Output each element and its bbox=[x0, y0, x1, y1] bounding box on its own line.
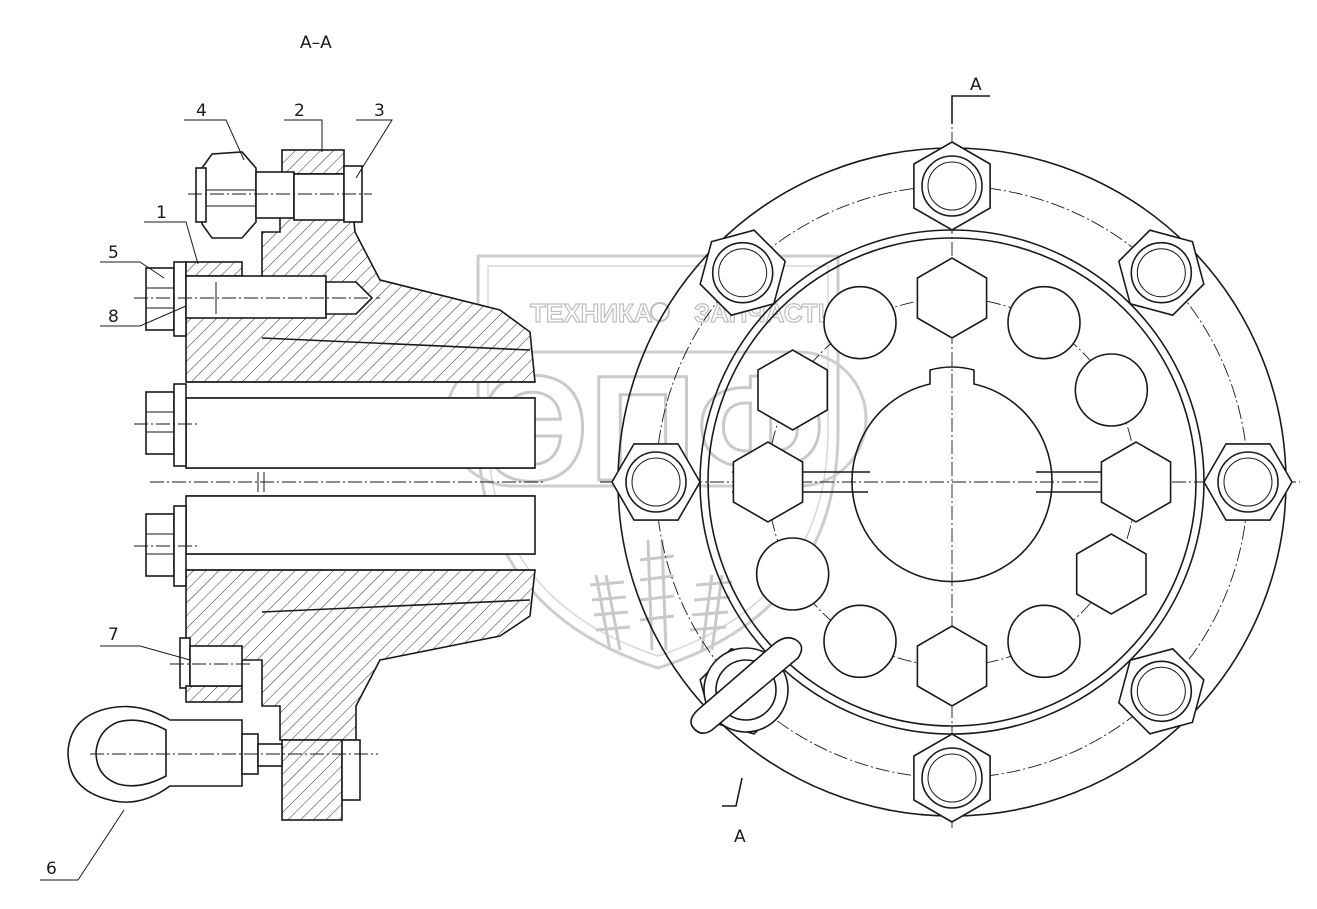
callout-8: 8 bbox=[108, 307, 119, 327]
watermark-brand-left: ТЕХНИКА bbox=[530, 298, 653, 328]
washer-1 bbox=[185, 261, 243, 277]
outer-bolt-head bbox=[718, 248, 768, 298]
outer-bolt bbox=[913, 733, 991, 823]
inner-hole bbox=[823, 604, 897, 679]
outer-bolt-washer bbox=[921, 155, 983, 217]
inner-hex-bolt bbox=[1100, 441, 1172, 523]
pin-7 bbox=[170, 637, 250, 703]
shaft-upper bbox=[185, 397, 536, 469]
inner-hole bbox=[1007, 285, 1081, 360]
inner-hole bbox=[1074, 353, 1149, 427]
callout-7: 7 bbox=[108, 625, 119, 645]
outer-bolt bbox=[1117, 229, 1205, 317]
outer-bolt-washer bbox=[1130, 660, 1193, 723]
callout-2: 2 bbox=[294, 101, 305, 121]
outer-bolt-hex bbox=[611, 443, 701, 521]
outer-bolt bbox=[611, 443, 701, 521]
bolt-lower-bore bbox=[134, 505, 200, 587]
inner-hole bbox=[755, 537, 830, 611]
inner-hex-bolt bbox=[757, 349, 829, 431]
inner-holes bbox=[732, 257, 1172, 707]
screw-5 bbox=[134, 261, 380, 337]
inner-hex-bolt bbox=[1075, 533, 1147, 615]
callout-4: 4 bbox=[196, 101, 207, 121]
flange-top bbox=[281, 149, 345, 175]
outer-bolt-head bbox=[1223, 457, 1273, 507]
outer-bolt-head bbox=[927, 161, 977, 211]
outer-bolt bbox=[1117, 647, 1205, 735]
outer-bolts bbox=[611, 141, 1293, 823]
inner-hole bbox=[823, 285, 897, 360]
lifting-eye bbox=[690, 636, 803, 734]
outer-bolt-head bbox=[1136, 666, 1186, 716]
inner-hex-bolt bbox=[732, 441, 804, 523]
inner-hole bbox=[1007, 604, 1081, 679]
outer-bolt-washer bbox=[1130, 241, 1193, 304]
shaft-lower bbox=[185, 495, 536, 555]
outer-bolt-head bbox=[1136, 248, 1186, 298]
section-marker-top: A bbox=[951, 75, 990, 124]
outer-bolt bbox=[699, 229, 787, 317]
callout-5: 5 bbox=[108, 243, 119, 263]
outer-bolt-washer bbox=[711, 241, 774, 304]
front-view bbox=[600, 110, 1300, 830]
outer-bolt-hex bbox=[913, 141, 991, 231]
watermark-wheat-icon bbox=[589, 539, 733, 651]
outer-bolt bbox=[913, 141, 991, 231]
bolt-upper-bore bbox=[134, 383, 200, 467]
central-bore bbox=[851, 366, 1053, 583]
eye-bolt-6 bbox=[67, 705, 378, 803]
outer-bolt-hex bbox=[913, 733, 991, 823]
outer-bolt-washer bbox=[1217, 451, 1279, 513]
inner-hex-bolt bbox=[916, 257, 988, 339]
callout-6: 6 bbox=[46, 859, 57, 879]
outer-bolt-washer bbox=[625, 451, 687, 513]
section-title: A–A bbox=[300, 33, 332, 53]
flange-bottom bbox=[281, 739, 343, 821]
inner-hex-bolt bbox=[916, 625, 988, 707]
callout-3: 3 bbox=[374, 101, 385, 121]
outer-bolt-head bbox=[927, 753, 977, 803]
callout-1: 1 bbox=[156, 203, 167, 223]
callout-leaders bbox=[40, 119, 393, 881]
outer-bolt bbox=[1203, 443, 1293, 521]
outer-bolt-washer bbox=[921, 747, 983, 809]
outer-bolt-head bbox=[631, 457, 681, 507]
section-marker-bottom: A bbox=[722, 777, 746, 847]
section-view bbox=[67, 149, 545, 821]
outer-bolt-hex bbox=[1203, 443, 1293, 521]
bolt-4 bbox=[188, 151, 372, 239]
svg-text:A: A bbox=[970, 75, 982, 95]
svg-text:A: A bbox=[734, 827, 746, 847]
